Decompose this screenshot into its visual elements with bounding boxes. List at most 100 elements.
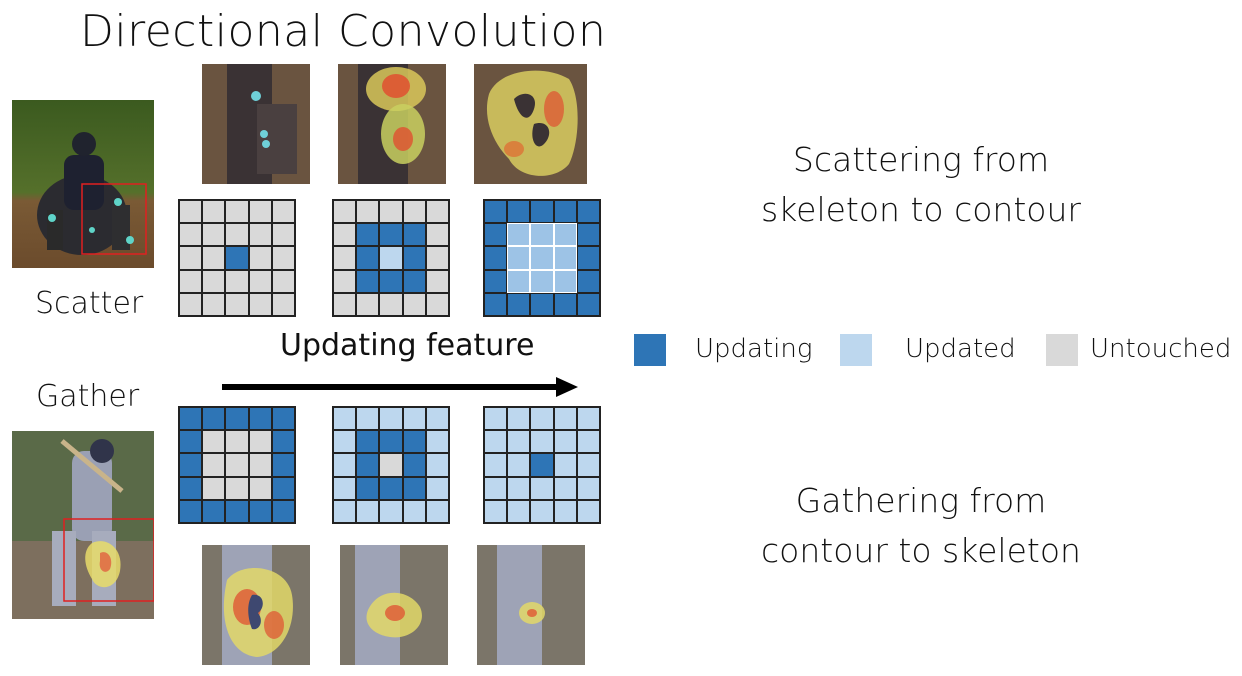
grid-cell [425, 246, 449, 270]
grid-cell [271, 476, 295, 500]
grid-cell [553, 499, 577, 523]
grid-cell [425, 499, 449, 523]
grid-cell [576, 453, 600, 477]
grid-cell [248, 430, 272, 454]
grid-cell [507, 246, 531, 270]
grid-cell [425, 269, 449, 293]
grid-cell [179, 407, 203, 431]
grid-cell [484, 407, 508, 431]
grid-cell [379, 430, 403, 454]
grid-cell [402, 223, 426, 247]
scatter-heatmap-2 [338, 64, 446, 184]
legend-swatch-updated [840, 334, 872, 366]
grid-cell [356, 407, 380, 431]
grid-cell [553, 246, 577, 270]
grid-cell [179, 200, 203, 224]
grid-cell [530, 246, 554, 270]
grid-cell [202, 269, 226, 293]
batter-photo-illustration [12, 431, 154, 619]
legend-swatch-updating [634, 334, 666, 366]
grid-cell [507, 407, 531, 431]
grid-cell [379, 223, 403, 247]
grid-cell [248, 223, 272, 247]
grid-cell [333, 430, 357, 454]
grid-cell [553, 223, 577, 247]
grid-cell [553, 292, 577, 316]
legend-label-untouched: Untouched [1090, 334, 1232, 364]
grid-cell [356, 430, 380, 454]
grid-cell [271, 430, 295, 454]
scatter-description: Scattering from skeleton to contour [711, 135, 1131, 235]
grid-cell [333, 476, 357, 500]
grid-cell [225, 430, 249, 454]
grid-cell [425, 476, 449, 500]
scatter-heatmap-1 [202, 64, 310, 184]
grid-cell [333, 292, 357, 316]
gather-grid-1 [178, 406, 296, 524]
grid-cell [530, 499, 554, 523]
diagram-title: Directional Convolution [80, 6, 607, 57]
grid-cell [379, 246, 403, 270]
grid-cell [179, 430, 203, 454]
grid-cell [553, 200, 577, 224]
grid-cell [425, 430, 449, 454]
grid-cell [333, 407, 357, 431]
grid-cell [576, 430, 600, 454]
scatter-source-photo [12, 100, 154, 268]
grid-cell [333, 453, 357, 477]
grid-cell [507, 430, 531, 454]
grid-cell [202, 292, 226, 316]
grid-cell [333, 200, 357, 224]
grid-cell [179, 246, 203, 270]
heatmap-illustration [477, 545, 585, 665]
grid-cell [271, 453, 295, 477]
grid-cell [248, 269, 272, 293]
grid-cell [402, 453, 426, 477]
grid-cell [179, 499, 203, 523]
grid-cell [402, 499, 426, 523]
grid-cell [402, 407, 426, 431]
grid-cell [271, 499, 295, 523]
grid-cell [356, 292, 380, 316]
grid-cell [402, 430, 426, 454]
grid-cell [356, 476, 380, 500]
grid-cell [484, 246, 508, 270]
grid-cell [402, 200, 426, 224]
heatmap-illustration [340, 545, 448, 665]
grid-cell [333, 269, 357, 293]
grid-cell [225, 407, 249, 431]
grid-cell [179, 292, 203, 316]
scatter-heatmap-3 [474, 64, 587, 184]
grid-cell [248, 453, 272, 477]
grid-cell [379, 200, 403, 224]
grid-cell [225, 499, 249, 523]
grid-cell [530, 200, 554, 224]
legend-swatch-untouched [1046, 334, 1078, 366]
grid-cell [530, 269, 554, 293]
scatter-description-line-2: skeleton to contour [761, 190, 1081, 229]
grid-cell [553, 269, 577, 293]
grid-cell [202, 453, 226, 477]
grid-cell [202, 499, 226, 523]
grid-cell [425, 223, 449, 247]
grid-cell [356, 453, 380, 477]
grid-cell [202, 223, 226, 247]
grid-cell [530, 430, 554, 454]
grid-cell [484, 453, 508, 477]
grid-cell [425, 453, 449, 477]
grid-cell [530, 407, 554, 431]
grid-cell [225, 269, 249, 293]
grid-cell [271, 407, 295, 431]
grid-cell [356, 246, 380, 270]
grid-cell [507, 200, 531, 224]
gather-source-photo [12, 431, 154, 619]
grid-cell [507, 476, 531, 500]
grid-cell [202, 200, 226, 224]
gather-description: Gathering from contour to skeleton [711, 476, 1131, 576]
grid-cell [507, 292, 531, 316]
grid-cell [271, 200, 295, 224]
heatmap-illustration [202, 545, 310, 665]
grid-cell [271, 269, 295, 293]
grid-cell [576, 476, 600, 500]
legend-label-updated: Updated [905, 334, 1016, 364]
